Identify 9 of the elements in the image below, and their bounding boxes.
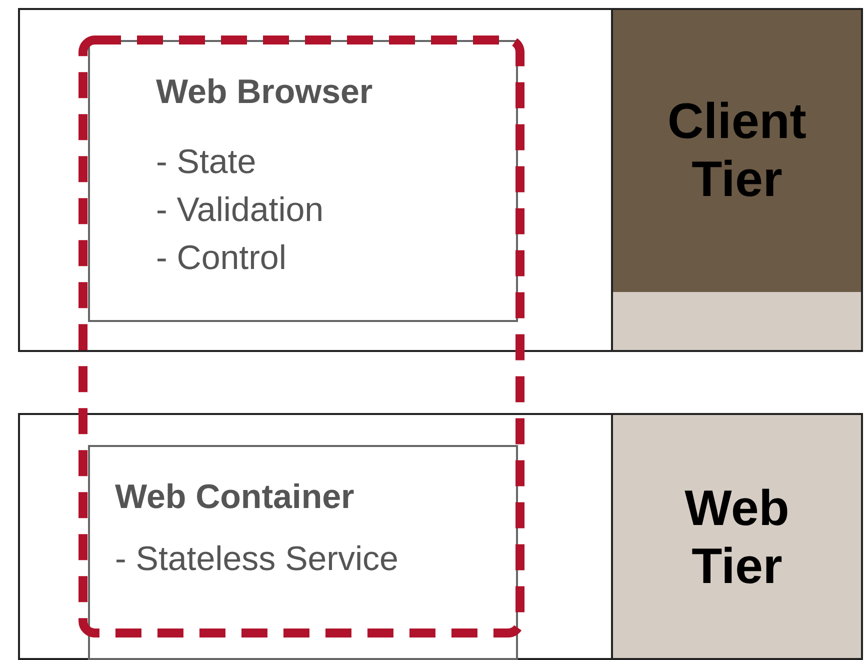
- list-item: - Control: [156, 238, 286, 278]
- tier-label: Web Tier: [611, 415, 861, 658]
- component-box: [88, 40, 518, 322]
- component-title: Web Container: [115, 477, 354, 517]
- tier-label: Client Tier: [611, 10, 861, 350]
- component-title: Web Browser: [156, 72, 373, 112]
- list-item: - Stateless Service: [115, 539, 398, 579]
- list-item: - Validation: [156, 190, 324, 230]
- list-item: - State: [156, 142, 256, 182]
